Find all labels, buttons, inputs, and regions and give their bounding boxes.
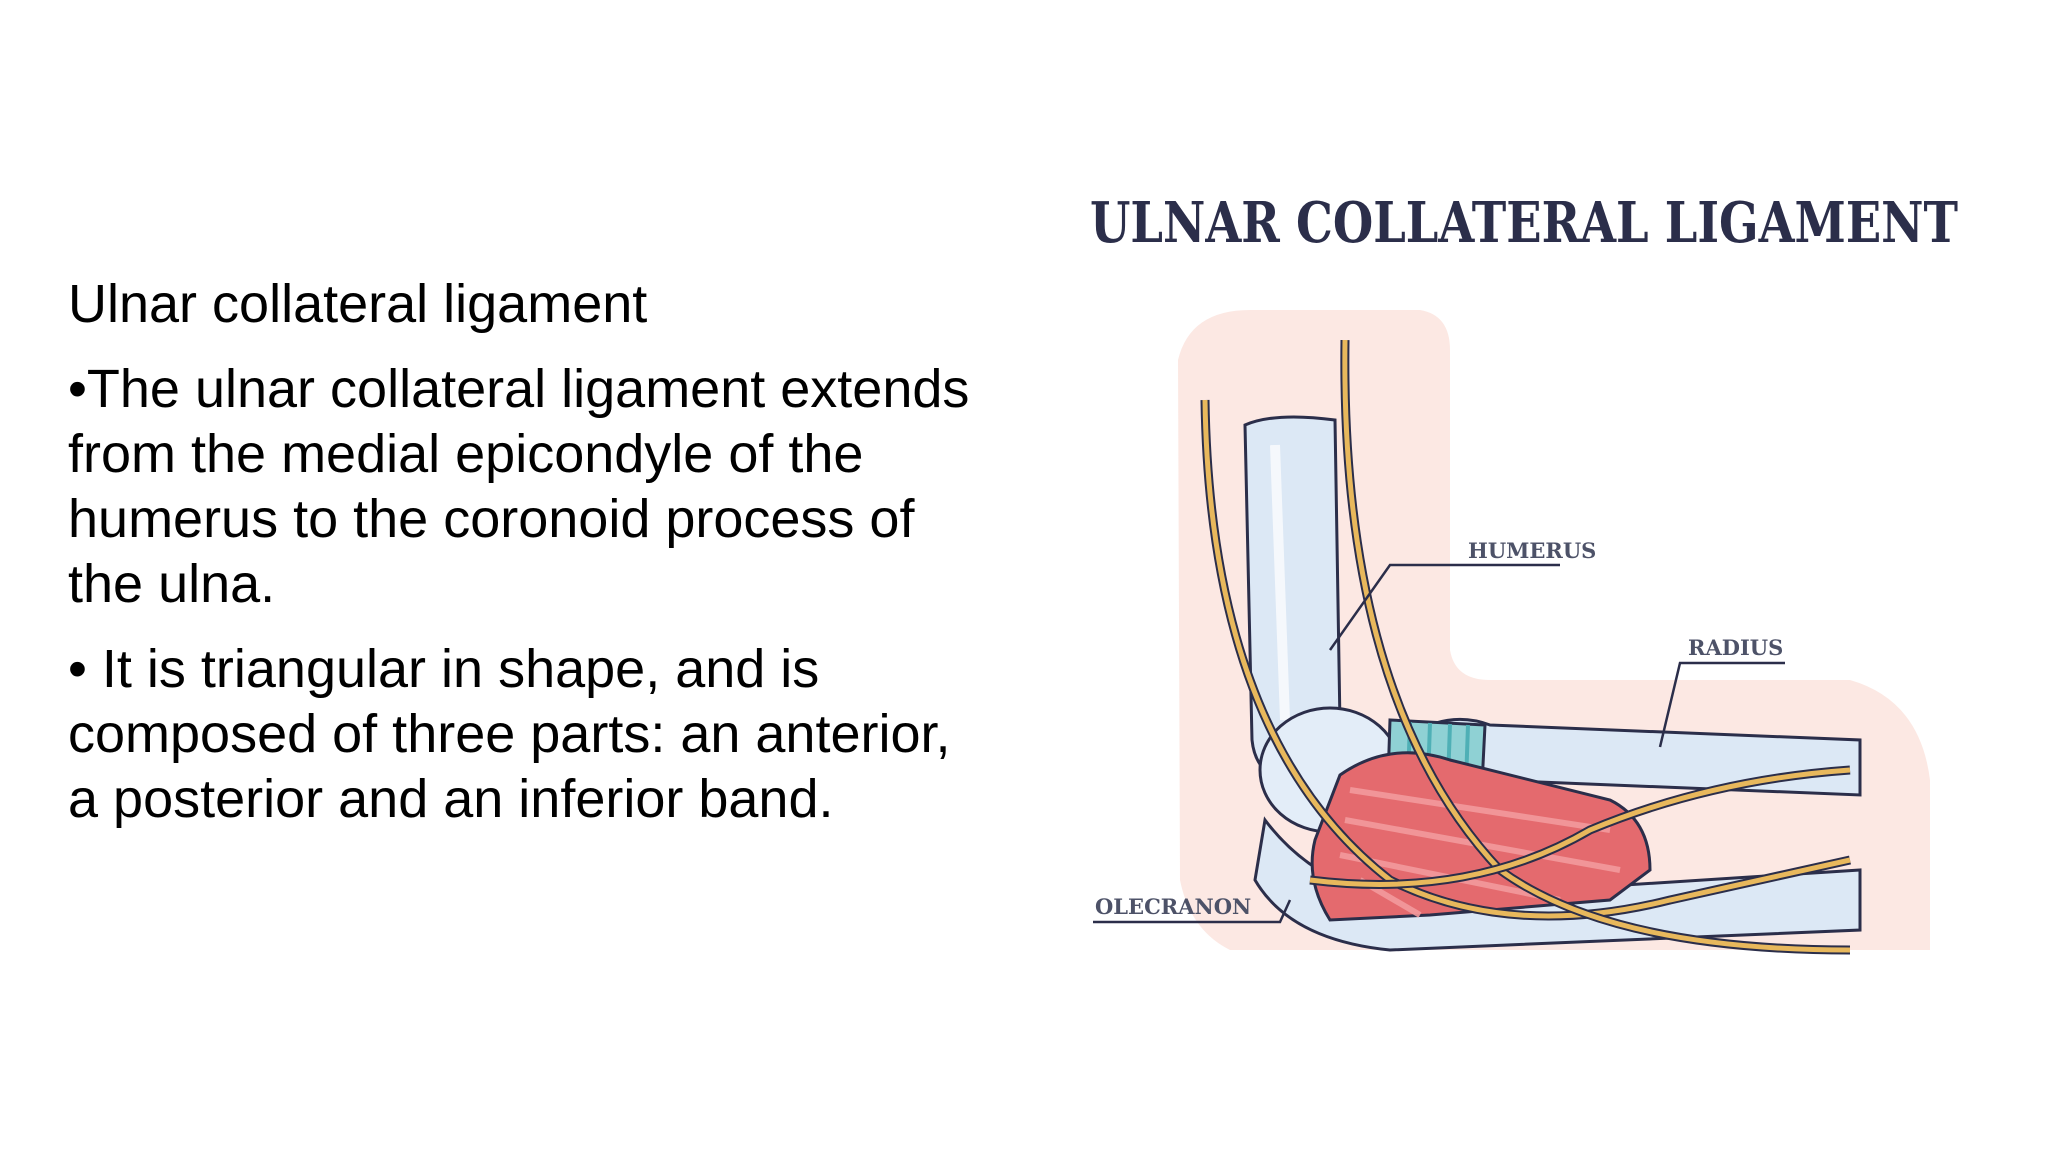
olecranon-leader <box>1093 899 1292 924</box>
bullet-1: •The ulnar collateral ligament extends f… <box>68 359 970 614</box>
ligament-illustration: ULNAR COLLATERAL LIGAMENT <box>1090 180 1970 960</box>
radius-leader <box>1658 661 1785 748</box>
slide-heading: Ulnar collateral ligament <box>68 274 648 334</box>
humerus-leader <box>1328 563 1560 651</box>
label-radius: RADIUS <box>1688 635 1783 660</box>
label-humerus: HUMERUS <box>1468 538 1596 563</box>
nerve-line-1-fill <box>1202 399 1851 919</box>
figure-title: ULNAR COLLATERAL LIGAMENT <box>1090 190 1958 256</box>
nerve-line-2-fill <box>1342 339 1851 953</box>
slide-text: Ulnar collateral ligament •The ulnar col… <box>68 272 988 852</box>
label-olecranon: OLECRANON <box>1095 894 1251 919</box>
elbow-anatomy-drawing: ULNAR COLLATERAL LIGAMENT <box>1090 190 1958 955</box>
humerus-highlight <box>1270 444 1290 721</box>
bullet-2: • It is triangular in shape, and is comp… <box>68 639 951 829</box>
annular-ligament-stripes <box>1406 721 1470 784</box>
nerve-line-3-fill <box>1309 767 1851 887</box>
